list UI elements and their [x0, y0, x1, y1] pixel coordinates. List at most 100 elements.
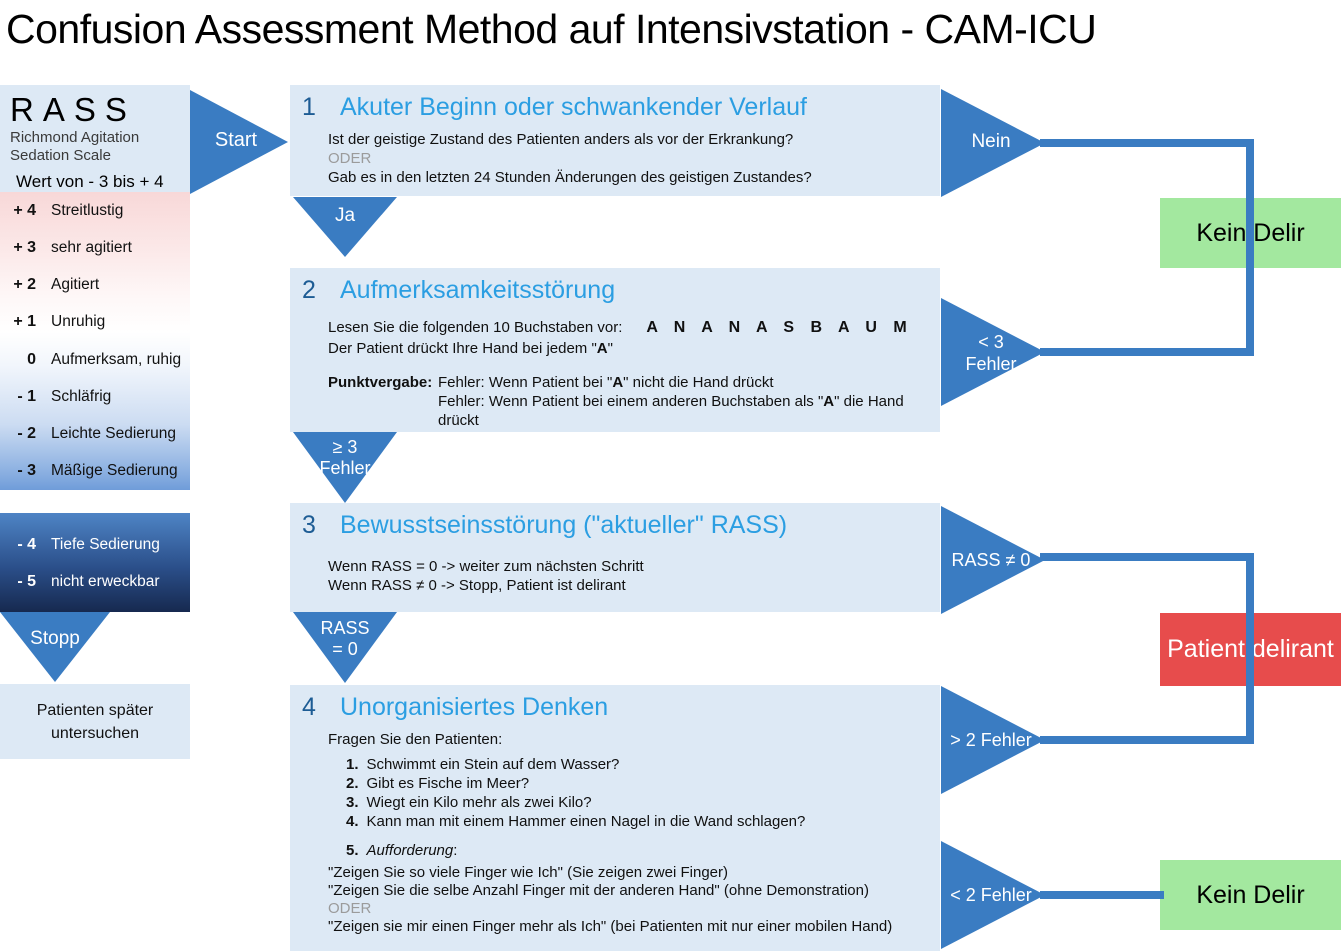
- start-arrow: [190, 90, 288, 194]
- step-number: 2: [302, 276, 316, 304]
- page-title: Confusion Assessment Method auf Intensiv…: [6, 6, 1097, 52]
- step4-oder: ODER: [328, 900, 372, 917]
- step4-intro: Fragen Sie den Patienten:: [328, 731, 503, 748]
- step4-quote2: "Zeigen Sie die selbe Anzahl Finger mit …: [328, 882, 869, 899]
- arrow-label-line: Fehler: [965, 354, 1017, 374]
- arrow-label-line: = 0: [332, 639, 358, 659]
- step2-error2-pre: Fehler: Wenn Patient bei einem anderen B…: [438, 393, 824, 410]
- question-number: 1.: [346, 756, 359, 773]
- step4-quote1: "Zeigen Sie so viele Finger wie Ich" (Si…: [328, 864, 728, 881]
- right-arrow-nein-label: Nein: [941, 131, 1041, 153]
- connector-nein-horizontal: [1040, 139, 1254, 147]
- arrow-label-line: RASS: [320, 618, 370, 638]
- rass-scale-row: - 5 nicht erweckbar: [0, 563, 190, 600]
- step-3-header: 3 Bewusstseinsstörung ("aktueller" RASS): [290, 503, 940, 540]
- rass-range-note: Wert von - 3 bis + 4: [16, 172, 164, 191]
- arrow-label-line: ≥ 3: [332, 437, 358, 457]
- question-text: Wiegt ein Kilo mehr als zwei Kilo?: [366, 794, 592, 811]
- step4-item5-label: Aufforderung: [366, 842, 454, 859]
- step4-question: 1. Schwimmt ein Stein auf dem Wasser?: [346, 755, 930, 774]
- rass-label: Tiefe Sedierung: [51, 535, 160, 553]
- reassess-later-line2: untersuchen: [50, 724, 140, 742]
- step2-error1-post: " nicht die Hand drückt: [623, 374, 774, 391]
- step2-read-label: Lesen Sie die folgenden 10 Buchstaben vo…: [328, 319, 623, 336]
- step-1-header: 1 Akuter Beginn oder schwankender Verlau…: [290, 85, 940, 122]
- step-title: Bewusstseinsstörung ("aktueller" RASS): [340, 511, 788, 539]
- rass-label: Mäßige Sedierung: [51, 462, 178, 480]
- rass-subtitle-line2: Sedation Scale: [10, 147, 111, 164]
- step4-item5-colon: :: [453, 842, 458, 859]
- down-arrow-rass-equals-0-label: RASS = 0: [293, 618, 397, 660]
- down-arrow-ja: [293, 197, 397, 257]
- step3-rule1: Wenn RASS = 0 -> weiter zum nächsten Sch…: [328, 558, 644, 575]
- step2-error2-post: " die Hand drückt: [438, 393, 904, 429]
- rass-value: + 1: [13, 313, 36, 331]
- down-arrow-rass-equals-0: [293, 612, 397, 683]
- question-number: 5.: [346, 842, 359, 859]
- arrow-label-line: Nein: [971, 131, 1011, 152]
- rass-panel-header: RASS Richmond Agitation Sedation Scale W…: [0, 85, 190, 192]
- right-arrow-rass-ne-0: [941, 506, 1045, 614]
- arrow-label-line: < 2 Fehler: [950, 885, 1032, 905]
- rass-label: Leichte Sedierung: [51, 425, 176, 443]
- rass-label: sehr agitiert: [51, 238, 132, 256]
- rass-label: Streitlustig: [51, 201, 124, 219]
- question-text: Kann man mit einem Hammer einen Nagel in…: [366, 813, 806, 830]
- connector-lt2-horizontal: [1040, 891, 1164, 899]
- step-number: 3: [302, 511, 316, 539]
- step2-scoring: Punktvergabe: Fehler: Wenn Patient bei "…: [328, 373, 930, 430]
- arrow-label-line: RASS ≠ 0: [951, 550, 1031, 570]
- step1-question2: Gab es in den letzten 24 Stunden Änderun…: [328, 169, 812, 186]
- rass-value: - 1: [17, 387, 36, 405]
- start-arrow-label: Start: [214, 129, 258, 151]
- right-arrow-gt2-fehler: [941, 686, 1045, 794]
- step2-error1-pre: Fehler: Wenn Patient bei ": [438, 374, 613, 391]
- step-title: Unorganisiertes Denken: [340, 693, 609, 721]
- connector-rass-ne-0-vertical: [1246, 553, 1254, 744]
- connector-nein-vertical: [1246, 139, 1254, 356]
- rass-label: nicht erweckbar: [51, 572, 160, 590]
- question-number: 3.: [346, 794, 359, 811]
- step-title: Aufmerksamkeitsstörung: [340, 276, 616, 304]
- rass-value: + 2: [13, 276, 36, 294]
- step-2-body: Lesen Sie die folgenden 10 Buchstaben vo…: [328, 317, 930, 430]
- rass-label: Aufmerksam, ruhig: [51, 350, 182, 368]
- stopp-arrow-label: Stopp: [30, 628, 80, 649]
- step-1-box: 1 Akuter Beginn oder schwankender Verlau…: [290, 85, 940, 196]
- rass-label: Agitiert: [51, 276, 100, 294]
- connector-rass-ne-0-horizontal: [1040, 553, 1254, 561]
- step-4-body: Fragen Sie den Patienten: 1. Schwimmt ein…: [328, 730, 930, 936]
- rass-scale-row: + 1 Unruhig: [0, 304, 190, 341]
- question-text: Schwimmt ein Stein auf dem Wasser?: [366, 756, 620, 773]
- step2-press-bold: A: [596, 340, 608, 357]
- right-arrow-rass-ne-0-label: RASS ≠ 0: [941, 549, 1041, 571]
- outcome-kein-delir-2: Kein Delir: [1160, 860, 1341, 930]
- arrow-label-line: Fehler: [319, 458, 371, 478]
- down-arrow-ge3-fehler: [293, 432, 397, 503]
- rass-subtitle-line1: Richmond Agitation: [10, 129, 140, 146]
- reassess-later-line1: Patienten später: [36, 701, 154, 719]
- step4-question: 4.Kann man mit einem Hammer einen Nagel …: [346, 812, 930, 831]
- step3-rule2: Wenn RASS ≠ 0 -> Stopp, Patient ist deli…: [328, 577, 626, 594]
- right-arrow-nein: [941, 89, 1045, 197]
- step2-press-post: ": [607, 340, 613, 357]
- rass-value: - 3: [17, 462, 36, 480]
- step1-oder: ODER: [328, 150, 372, 167]
- step2-press-pre: Der Patient drückt Ihre Hand bei jedem ": [328, 340, 597, 357]
- step2-error2: Fehler: Wenn Patient bei einem anderen B…: [438, 392, 930, 430]
- rass-value: - 2: [17, 425, 36, 443]
- rass-value: - 5: [17, 572, 36, 590]
- step1-question1: Ist der geistige Zustand des Patienten a…: [328, 131, 794, 148]
- step4-question: 3. Wiegt ein Kilo mehr als zwei Kilo?: [346, 793, 930, 812]
- step-2-box: 2 Aufmerksamkeitsstörung Lesen Sie die f…: [290, 268, 940, 432]
- step-title: Akuter Beginn oder schwankender Verlauf: [340, 93, 807, 121]
- rass-label: Unruhig: [51, 313, 106, 331]
- step4-quote3: "Zeigen sie mir einen Finger mehr als Ic…: [328, 918, 893, 935]
- rass-value: + 4: [13, 201, 36, 219]
